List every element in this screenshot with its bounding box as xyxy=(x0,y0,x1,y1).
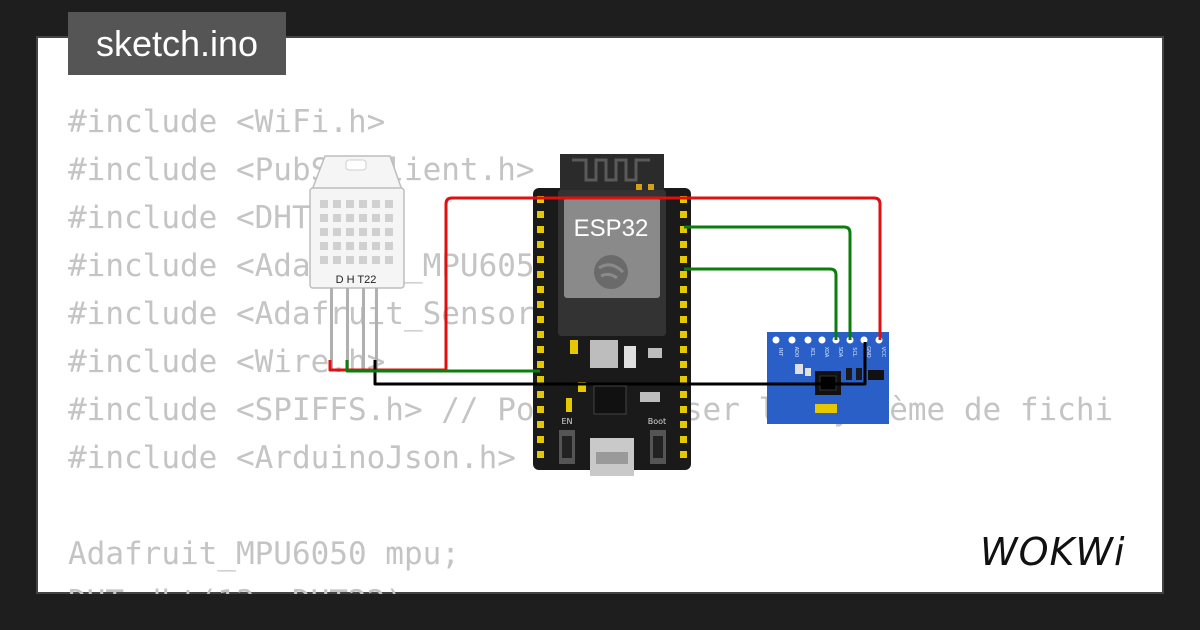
boot-button[interactable] xyxy=(650,430,666,464)
wire-dht-data xyxy=(345,360,540,373)
code-preview-panel: #include <WiFi.h>#include <PubSubClient.… xyxy=(36,36,1164,594)
wire-sda xyxy=(684,267,838,340)
code-line: Adafruit_MPU6050 mpu; xyxy=(68,536,460,572)
mpu-pin-label: SDA xyxy=(837,347,843,358)
en-button-label: EN xyxy=(561,417,572,426)
file-tab-title: sketch.ino xyxy=(95,23,259,64)
wokwi-logo: WOKWi xyxy=(980,530,1126,574)
mpu-pin-label: SCL xyxy=(851,347,857,357)
mpu-pin-label: XCL xyxy=(809,347,815,357)
en-button[interactable] xyxy=(559,430,575,464)
bottom-frame xyxy=(0,594,1200,630)
mpu-pin-label: GND xyxy=(865,346,871,358)
code-line: #include <Wire.h> xyxy=(68,344,386,380)
usb-port xyxy=(590,438,634,476)
wire-scl xyxy=(684,225,852,340)
mpu6050-sensor[interactable]: INT AD0 XCL XDA SDA SCL GND VCC xyxy=(767,332,889,424)
wire-vcc xyxy=(328,196,882,372)
file-tab[interactable]: sketch.ino xyxy=(68,12,286,75)
boot-button-label: Boot xyxy=(648,417,666,426)
code-line: #include <WiFi.h> xyxy=(68,104,386,140)
esp32-board[interactable]: ESP32 xyxy=(533,154,691,476)
esp32-label: ESP32 xyxy=(574,215,649,242)
wokwi-logo-text: WOKWi xyxy=(980,530,1126,574)
code-line: #include <Adafruit_Sensor.h> xyxy=(68,296,591,332)
mpu-pin-label: INT xyxy=(777,348,783,357)
mpu-pin-label: AD0 xyxy=(793,347,799,357)
mpu-pin-label: VCC xyxy=(880,347,886,358)
espressif-logo-icon xyxy=(594,255,628,289)
dht22-label: D H T22 xyxy=(336,274,377,286)
code-line: #include <ArduinoJson.h> xyxy=(68,440,516,476)
mpu-pin-label: XDA xyxy=(823,347,829,358)
dht22-sensor[interactable]: D H T22 xyxy=(309,155,405,370)
